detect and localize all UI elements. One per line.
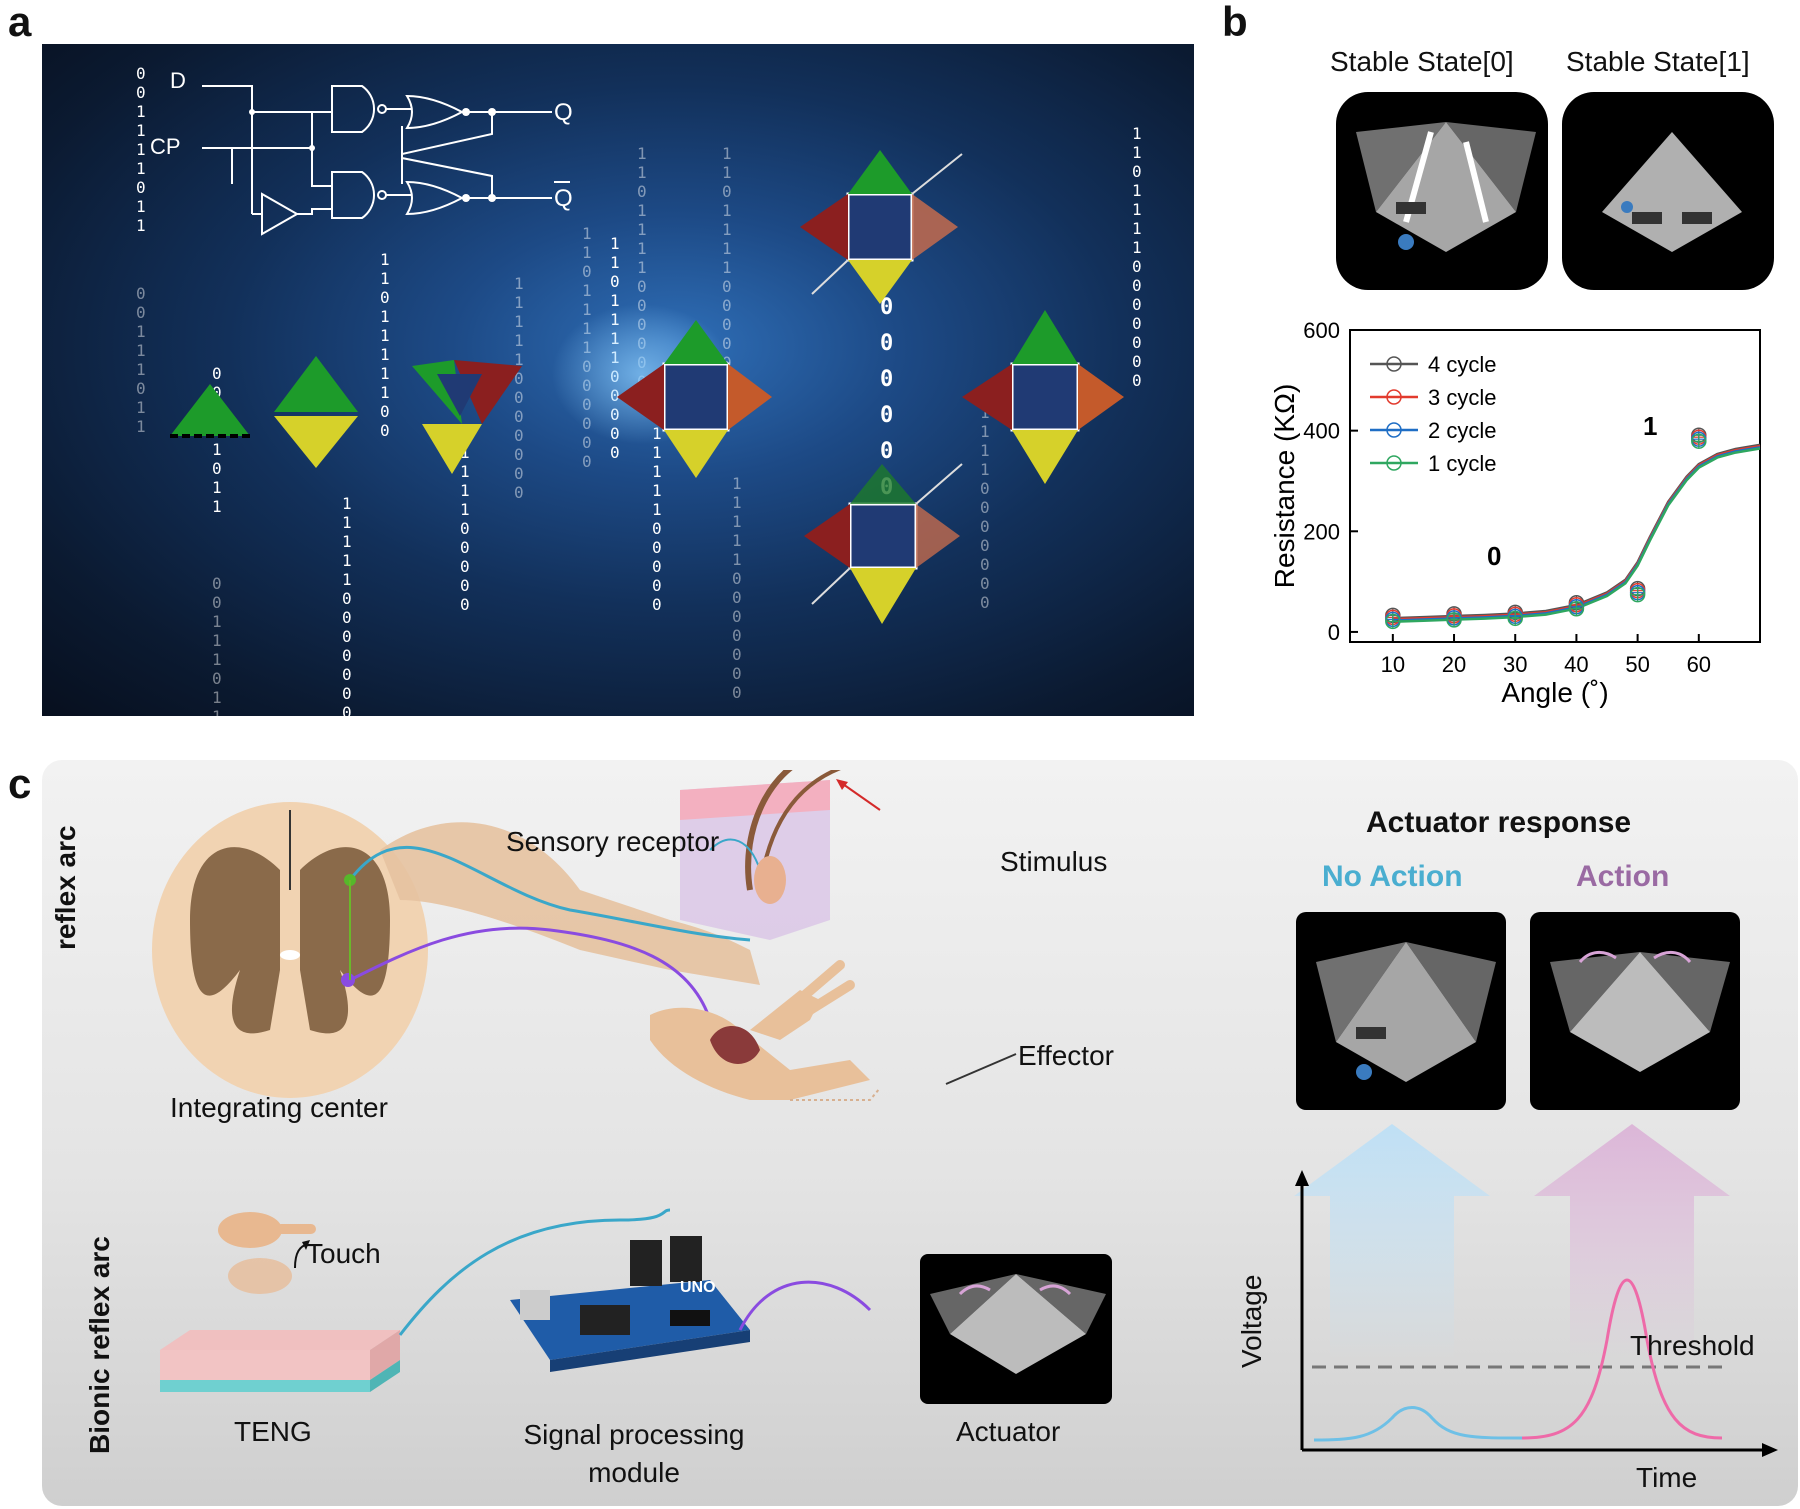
action-label: Action xyxy=(1576,860,1670,893)
x-tick-label: 50 xyxy=(1625,652,1649,677)
x-tick-label: 60 xyxy=(1687,652,1711,677)
skin-block-icon xyxy=(680,770,842,940)
actuator-render xyxy=(930,1274,1106,1374)
no-action-render xyxy=(1316,942,1496,1082)
voltage-time-diagram xyxy=(1294,1124,1778,1457)
chart-frame xyxy=(1349,329,1761,643)
no-action-signal xyxy=(1313,1406,1523,1442)
bit-column: 1 1 1 1 1 0 0 0 0 0 0 0 xyxy=(514,274,524,502)
actuator-label: Actuator xyxy=(956,1416,1061,1447)
x-tick-label: 20 xyxy=(1442,652,1466,677)
legend-label: 1 cycle xyxy=(1428,451,1496,476)
threshold-label: Threshold xyxy=(1630,1330,1755,1361)
state0-title: Stable State[0] xyxy=(1330,46,1514,77)
legend-label: 3 cycle xyxy=(1428,385,1496,410)
origami-closed-render xyxy=(1602,132,1742,252)
integrating-center-label: Integrating center xyxy=(170,1092,388,1123)
panel-a-illustration: 0 0 1 1 1 1 0 1 1 0 0 1 1 1 0 1 1 0 0 1 … xyxy=(42,44,1194,716)
teng-label: TENG xyxy=(234,1416,312,1447)
bit-column: 0 0 1 1 1 0 1 1 xyxy=(136,284,146,436)
arm-icon xyxy=(650,960,881,1101)
bit-column: 0 0 1 1 1 1 0 1 1 xyxy=(136,64,146,235)
circuit-label-q: Q xyxy=(554,99,573,126)
board-text: UNO xyxy=(680,1279,716,1296)
time-label: Time xyxy=(1636,1462,1698,1493)
actuator-response-title: Actuator response xyxy=(1366,806,1632,839)
panel-label-a: a xyxy=(8,0,32,45)
touch-label: Touch xyxy=(306,1238,381,1269)
action-photo xyxy=(1530,912,1740,1110)
legend-label: 2 cycle xyxy=(1428,418,1496,443)
touch-hand-icon xyxy=(218,1212,316,1294)
bit-column: 0 0 1 1 1 0 1 1 xyxy=(212,574,222,716)
bit-column: 1 1 1 1 1 0 0 0 0 0 0 0 xyxy=(732,474,742,702)
reflex-arc-label: reflex arc xyxy=(50,825,81,950)
chart-ylabel: Resistance (KΩ) xyxy=(1269,384,1300,589)
origami-open-render xyxy=(1356,122,1536,252)
bit-column: 1 1 0 1 1 1 1 0 0 0 0 0 0 xyxy=(722,144,732,391)
y-tick-label: 200 xyxy=(1303,519,1340,544)
stable-state0-photo xyxy=(1336,92,1548,290)
effector-label: Effector xyxy=(1018,1040,1114,1071)
chart-digit-1: 1 xyxy=(1643,411,1657,441)
origami-stage-6 xyxy=(962,310,1124,484)
circuit-label-d: D xyxy=(170,68,186,93)
legend-marker xyxy=(1386,422,1402,438)
no-action-label: No Action xyxy=(1322,860,1463,893)
panel-label-b: b xyxy=(1222,0,1248,45)
bionic-reflex-drawing: UNO xyxy=(160,1208,872,1392)
action-render xyxy=(1550,951,1730,1072)
origami-stage-2 xyxy=(274,356,358,468)
no-action-photo xyxy=(1296,912,1506,1110)
origami-stage-5a xyxy=(800,150,963,304)
y-tick-label: 400 xyxy=(1303,419,1340,444)
x-tick-label: 10 xyxy=(1381,652,1405,677)
chart-xlabel: Angle (˚) xyxy=(1501,677,1608,708)
origami-stage-1 xyxy=(170,384,250,438)
actuator-photo xyxy=(920,1254,1112,1404)
bionic-reflex-arc-label: Bionic reflex arc xyxy=(84,1236,115,1454)
legend-marker xyxy=(1386,356,1402,372)
panel-label-c: c xyxy=(8,760,32,807)
bit-column: 1 1 1 1 1 0 0 0 0 0 0 0 xyxy=(342,494,352,716)
teng-device-icon xyxy=(160,1330,400,1392)
signal-processing-line1: Signal processing xyxy=(523,1419,745,1450)
arduino-board-icon xyxy=(510,1236,750,1372)
chart-digit-0: 0 xyxy=(1487,541,1501,571)
y-tick-label: 600 xyxy=(1303,318,1340,343)
effector-pointer xyxy=(945,1053,1017,1085)
signal-processing-line2: module xyxy=(588,1457,680,1488)
voltage-label: Voltage xyxy=(1236,1274,1267,1368)
circuit-label-qbar: Q xyxy=(554,185,573,212)
no-action-arrow xyxy=(1294,1124,1490,1360)
flip-flop-circuit xyxy=(202,85,552,236)
origami-stage-4 xyxy=(617,320,772,478)
sensory-receptor-label: Sensory receptor xyxy=(506,826,720,857)
legend-marker xyxy=(1386,455,1402,471)
y-tick-label: 0 xyxy=(1328,620,1340,645)
legend-label: 4 cycle xyxy=(1428,352,1496,377)
x-tick-label: 40 xyxy=(1564,652,1588,677)
stimulus-arrow-icon xyxy=(839,781,881,811)
legend-marker xyxy=(1386,389,1402,405)
origami-stage-3 xyxy=(412,360,522,474)
stable-state1-photo xyxy=(1562,92,1774,290)
stimulus-label: Stimulus xyxy=(1000,846,1108,877)
action-signal xyxy=(1521,1278,1723,1440)
signal-processing-label: Signal processing module xyxy=(504,1416,764,1492)
x-tick-label: 30 xyxy=(1503,652,1527,677)
state1-title: Stable State[1] xyxy=(1566,46,1750,77)
origami-stage-5b xyxy=(804,463,963,624)
action-arrow xyxy=(1534,1124,1730,1360)
circuit-nodes xyxy=(249,108,496,202)
bit-column: 1 1 0 1 1 1 1 0 0 0 0 0 0 0 xyxy=(1132,124,1142,390)
series-line xyxy=(1392,447,1761,623)
panel-a-drawing: D CP Q Q xyxy=(150,68,1124,624)
reflex-arc-anatomy xyxy=(152,770,881,1101)
bit-column: 1 1 0 1 1 1 1 1 0 0 xyxy=(380,250,390,440)
circuit-label-cp: CP xyxy=(150,134,181,159)
